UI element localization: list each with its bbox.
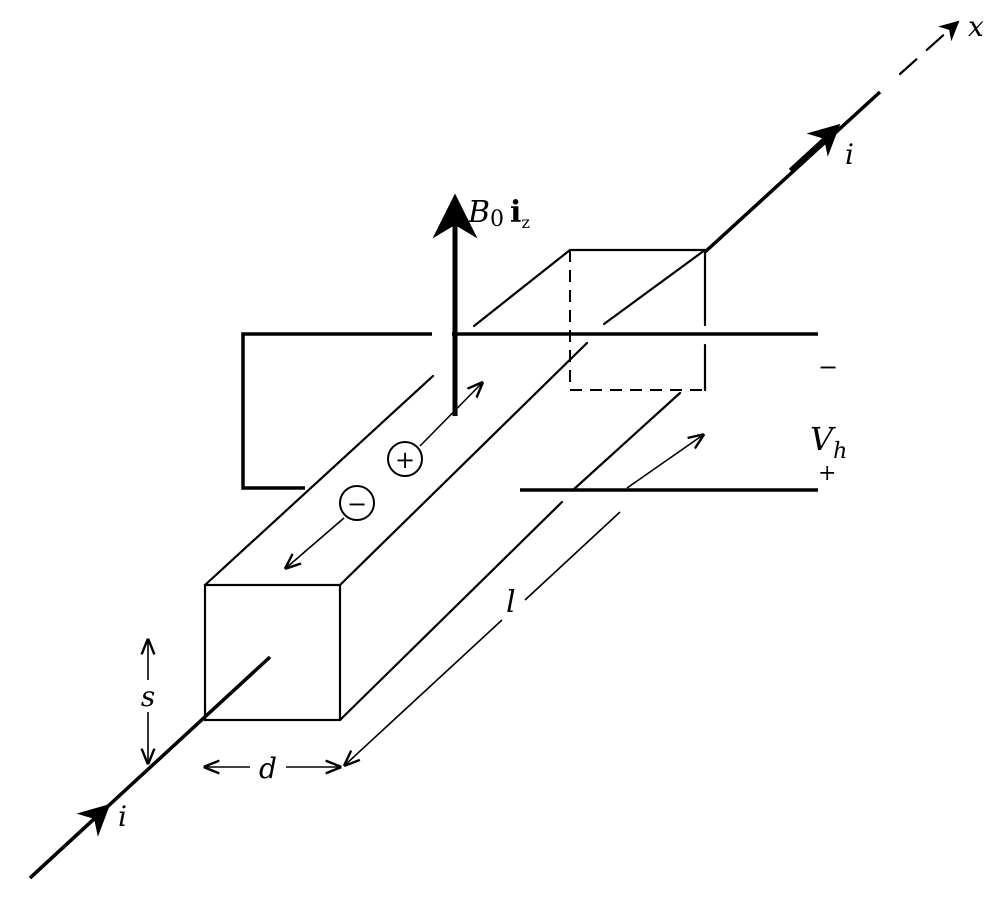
voltage-label: Vh [810, 420, 847, 464]
current-label-bottom: i [118, 800, 127, 833]
current-label-top: i [845, 138, 854, 171]
width-label: d [259, 752, 277, 785]
current-arrow-top [788, 123, 841, 172]
length-label: l [506, 585, 516, 620]
current-arrow-bottom [28, 803, 111, 880]
voltage-plus: + [818, 461, 836, 486]
x-axis-label: x [968, 10, 984, 43]
voltage-minus: − [818, 353, 838, 381]
plus-charge-sign: + [395, 446, 415, 474]
plus-charge [387, 441, 423, 477]
x-axis-arrow [898, 20, 960, 76]
conductor-bar [203, 248, 707, 722]
plus-charge-arrow [419, 383, 482, 447]
minus-charge-sign: − [347, 490, 367, 518]
minus-charge-arrow [286, 517, 345, 568]
current-wire-out [703, 90, 882, 254]
bar-front-face [203, 583, 342, 722]
thickness-label: s [141, 680, 155, 713]
voltage-leads [241, 332, 818, 492]
minus-charge [339, 485, 375, 521]
current-axis [28, 20, 960, 880]
length-dimension [345, 619, 503, 765]
